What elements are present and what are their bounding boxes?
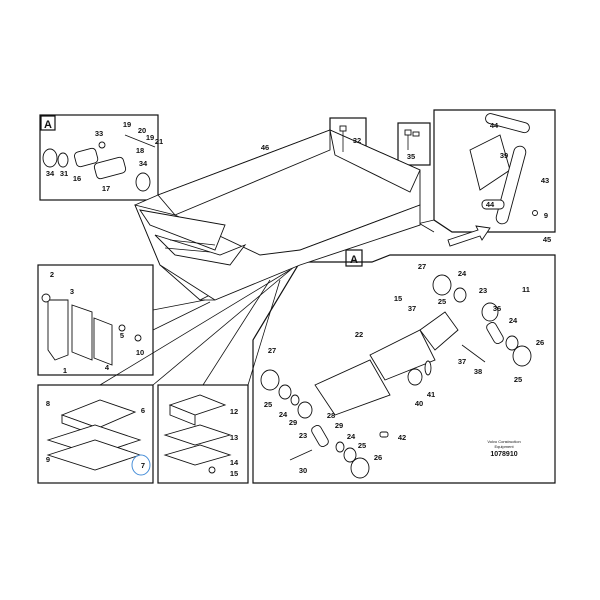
part-callout-cylinder: 40 [415, 399, 423, 408]
part-callout-cylinder: 30 [299, 466, 307, 475]
part-callout-detail-a: 34 [139, 159, 148, 168]
part-callout-cylinder: 24 [347, 432, 356, 441]
hydraulic-cylinder [260, 274, 532, 479]
part-callout-bracket: 4 [105, 363, 110, 372]
part-callout-cylinder: 42 [398, 433, 406, 442]
part-callout-link-arm: 9 [544, 211, 548, 220]
part-callout-cylinder: 29 [335, 421, 343, 430]
part-callout-main: 46 [261, 143, 269, 152]
part-callout-cylinder: 27 [418, 262, 426, 271]
part-callout-pad-right: 14 [230, 458, 239, 467]
detail-a-panel [39, 114, 159, 201]
part-callout-pad-right: 12 [230, 407, 238, 416]
part-callout-pad-right: 13 [230, 433, 238, 442]
part-callout-cylinder: 25 [514, 375, 522, 384]
detail-marker-box [345, 249, 363, 267]
section-marker: A [44, 119, 52, 131]
direction-arrow-icon [447, 225, 491, 247]
bolt-35-panel [397, 122, 431, 166]
part-callout-detail-a: 16 [73, 174, 81, 183]
part-callout-cylinder: 25 [438, 297, 446, 306]
part-callout-cylinder: 28 [327, 411, 335, 420]
bracket-panel [37, 264, 154, 376]
part-callout-cylinder: 24 [279, 410, 288, 419]
link-arm-panel [433, 109, 556, 233]
detail-marker: A [350, 254, 358, 266]
detail-a-marker-box [40, 115, 56, 131]
part-callout-link-arm: 43 [541, 176, 549, 185]
bolt-32 [339, 125, 347, 152]
part-callout-box-32: 32 [353, 136, 361, 145]
part-callout-cylinder: 38 [474, 367, 482, 376]
part-callout-cylinder: 27 [268, 346, 276, 355]
part-callout-cylinder: 24 [509, 316, 518, 325]
part-callout-cylinder: 26 [536, 338, 544, 347]
part-callout-cylinder: 37 [458, 357, 466, 366]
part-callout-bracket: 2 [50, 270, 54, 279]
part-callout-cylinder: 23 [299, 431, 307, 440]
part-callout-cylinder: 25 [264, 400, 272, 409]
detail-a-parts [42, 134, 156, 192]
part-callout-cylinder: 15 [394, 294, 402, 303]
part-callout-pad-left: 8 [46, 399, 50, 408]
bolt-35 [404, 129, 420, 150]
highlight-circle [131, 454, 151, 476]
part-callout-cylinder: 29 [289, 418, 297, 427]
part-callout-cylinder: 37 [408, 304, 416, 313]
part-callout-link-arm: 44 [486, 200, 495, 209]
bracket-parts [41, 293, 142, 366]
part-callout-cylinder: 23 [479, 286, 487, 295]
part-callout-cylinder: 26 [374, 453, 382, 462]
pad-left-panel [37, 384, 154, 484]
part-callout-detail-a: 18 [136, 146, 144, 155]
cylinder-panel [252, 254, 556, 484]
part-callout-pad-left: 7 [141, 461, 145, 470]
part-callout-cylinder: 11 [522, 285, 530, 294]
part-callout-link-arm: 44 [490, 121, 499, 130]
part-callout-pad-left: 6 [141, 406, 145, 415]
part-callout-box-35: 35 [407, 152, 415, 161]
pad-right-parts [163, 394, 232, 474]
drawing-number: 1078910 [490, 451, 517, 458]
part-callout-pad-right: 15 [230, 469, 238, 478]
part-callout-cylinder: 25 [358, 441, 366, 450]
part-callout-detail-a: 19 [146, 133, 154, 142]
part-callout-detail-a: 19 [123, 120, 131, 129]
part-callout-detail-a: 21 [155, 137, 163, 146]
part-callout-detail-a: 34 [46, 169, 55, 178]
part-callout-bracket: 1 [63, 366, 67, 375]
part-callout-detail-a: 17 [102, 184, 110, 193]
part-callout-cylinder: 36 [493, 304, 501, 313]
link-arm [447, 113, 538, 247]
part-callout-link-arm: 39 [500, 151, 508, 160]
dump-body [134, 129, 421, 301]
publisher-line-1: Volvo Construction [487, 439, 520, 444]
pad-left-parts [46, 399, 151, 476]
part-callout-pad-left: 9 [46, 455, 50, 464]
part-callout-bracket: 5 [120, 331, 124, 340]
part-callout-bracket: 10 [136, 348, 144, 357]
part-callout-bracket: 3 [70, 287, 74, 296]
part-callout-cylinder: 24 [458, 269, 467, 278]
part-callout-link-arm: 45 [543, 235, 551, 244]
part-callout-detail-a: 33 [95, 129, 103, 138]
part-callout-detail-a: 31 [60, 169, 68, 178]
publisher-line-2: Equipment [494, 444, 514, 449]
part-callout-cylinder: 22 [355, 330, 363, 339]
part-callout-detail-a: 20 [138, 126, 146, 135]
part-callout-cylinder: 41 [427, 390, 435, 399]
